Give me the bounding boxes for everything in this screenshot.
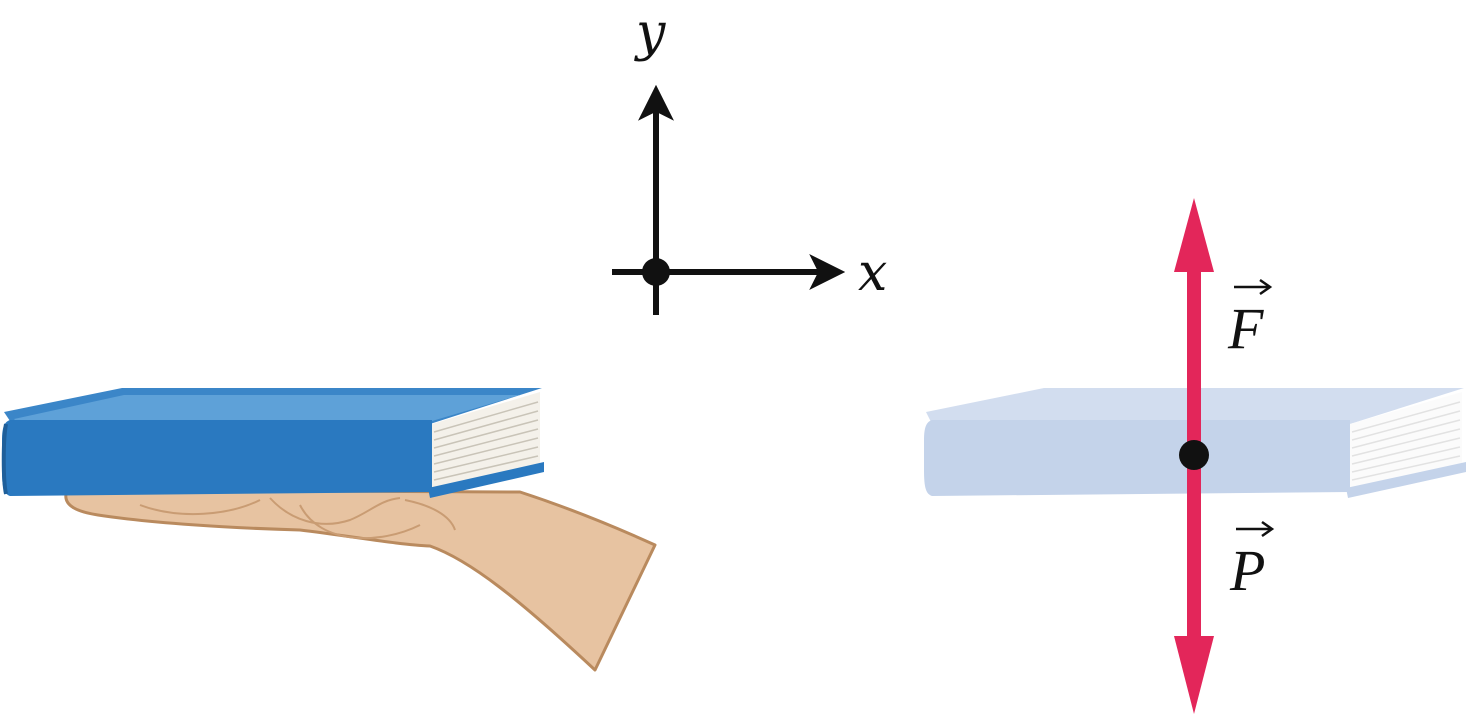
hand — [64, 488, 657, 672]
force-down-letter: P — [1229, 538, 1265, 603]
force-up-vector-tip — [1259, 278, 1273, 296]
book-held-page-lines — [433, 401, 539, 481]
hand-fold-2 — [269, 497, 401, 525]
hand-shape — [64, 488, 657, 672]
book-held-back-cover — [428, 462, 544, 498]
x-axis-label: x — [858, 243, 887, 303]
force-vectors: F P — [1174, 198, 1275, 714]
y-axis-label: y — [634, 3, 666, 63]
book-free-spine — [924, 420, 1350, 496]
center-of-mass-dot — [1179, 440, 1209, 470]
hand-fold-1 — [139, 499, 261, 516]
hand-fold-3 — [299, 504, 421, 540]
force-down-arrowhead — [1174, 636, 1214, 714]
force-up-arrowhead — [1174, 198, 1214, 272]
coordinate-axes: y x — [612, 3, 887, 315]
book-free-body — [924, 388, 1466, 498]
book-held-top-highlight — [14, 395, 520, 421]
force-down-vector-tip — [1261, 520, 1275, 538]
hand-fold-4 — [404, 499, 456, 531]
force-up-label: F — [1227, 278, 1273, 361]
force-down-label: P — [1229, 520, 1275, 603]
book-free-back-cover — [1346, 462, 1466, 498]
origin-dot — [642, 258, 670, 286]
book-free-page-lines — [1351, 401, 1461, 481]
force-up-letter: F — [1227, 296, 1264, 361]
book-held-spine-edge — [1, 423, 8, 495]
book-held — [1, 388, 544, 498]
book-held-spine — [2, 420, 432, 496]
